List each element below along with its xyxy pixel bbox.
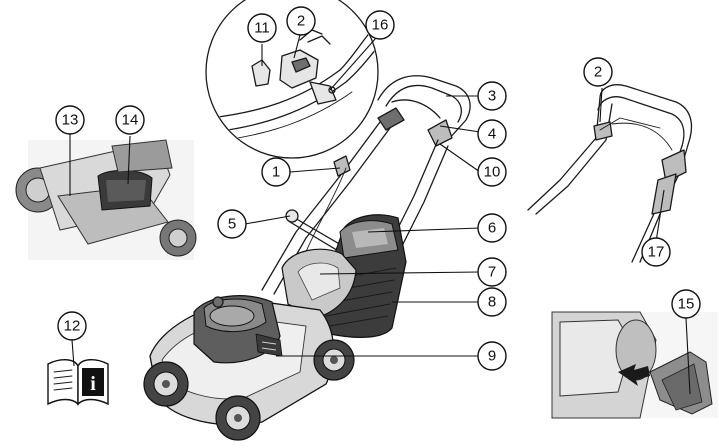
callout-13-label: 13 — [62, 112, 79, 129]
callout-15-label: 15 — [678, 296, 695, 313]
mulch-insert-inset — [551, 311, 718, 419]
front-left-wheel — [143, 361, 189, 407]
callout-11: 11 — [247, 13, 277, 43]
callout-16: 16 — [365, 10, 395, 40]
callout-4: 4 — [477, 119, 507, 149]
callout-4-label: 4 — [488, 126, 496, 143]
callout-10: 10 — [477, 157, 507, 187]
callout-17: 17 — [641, 237, 671, 267]
callout-5-label: 5 — [228, 216, 236, 233]
callout-2-magnifier: 2 — [286, 6, 316, 36]
callout-2-side-detail: 2 — [583, 57, 613, 87]
callout-6: 6 — [477, 213, 507, 243]
callout-1-label: 1 — [272, 164, 280, 181]
callout-12: 12 — [57, 311, 87, 341]
leader-lines — [69, 34, 691, 395]
callout-6-label: 6 — [488, 220, 496, 237]
callout-13: 13 — [55, 105, 85, 135]
callout-14-label: 14 — [122, 112, 139, 129]
callout-15: 15 — [671, 289, 701, 319]
manual-info-glyph: i — [90, 373, 96, 395]
callout-7-label: 7 — [488, 264, 496, 281]
callout-3-label: 3 — [488, 88, 496, 105]
callout-16-label: 16 — [372, 17, 389, 34]
callout-9: 9 — [477, 341, 507, 371]
read-manual-icon: i — [47, 359, 109, 406]
callout-8-label: 8 — [488, 294, 496, 311]
callout-9-label: 9 — [488, 348, 496, 365]
callout-8: 8 — [477, 287, 507, 317]
rear-right-wheel — [313, 339, 355, 381]
callout-17-label: 17 — [648, 244, 665, 261]
callout-3: 3 — [477, 81, 507, 111]
catcher-detail-inset — [15, 139, 197, 260]
callout-2-side-label: 2 — [594, 64, 602, 81]
front-right-wheel — [215, 395, 261, 441]
callout-10-label: 10 — [484, 164, 501, 181]
callout-11-label: 11 — [254, 20, 270, 37]
lawnmower-main-illustration — [143, 75, 471, 441]
handle-side-detail — [527, 84, 693, 263]
callout-2-label: 2 — [297, 13, 305, 30]
handle-detail-magnifier — [205, 0, 379, 159]
callout-1: 1 — [261, 157, 291, 187]
callout-5: 5 — [217, 209, 247, 239]
callout-12-label: 12 — [64, 318, 81, 335]
callout-14: 14 — [115, 105, 145, 135]
callout-7: 7 — [477, 257, 507, 287]
